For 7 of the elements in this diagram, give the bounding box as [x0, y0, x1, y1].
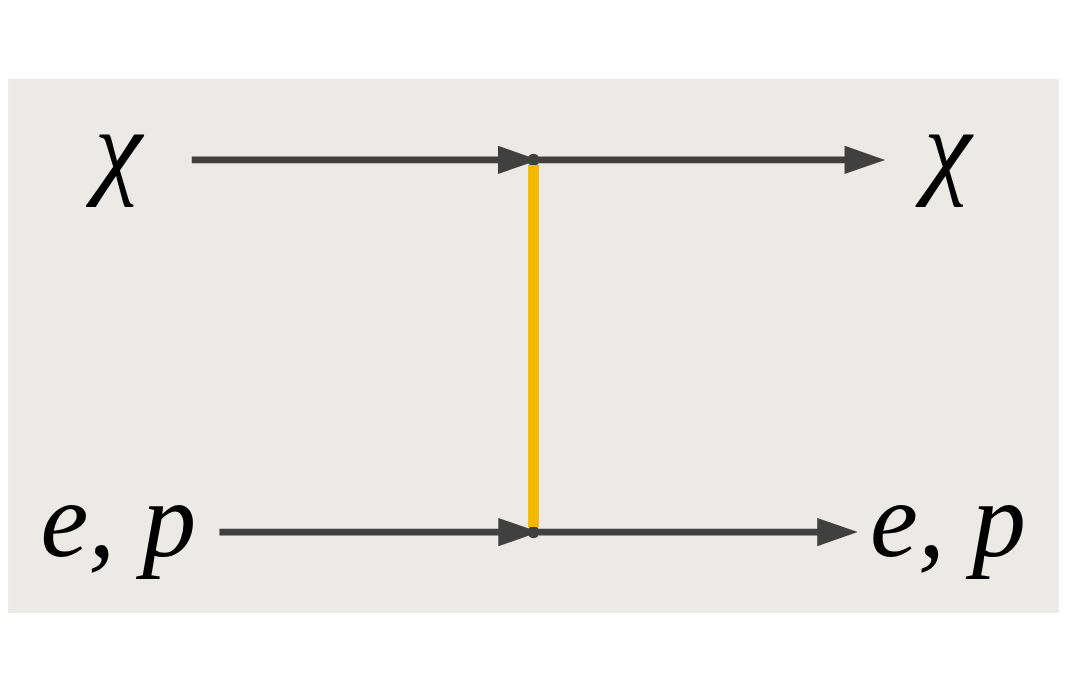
node-text: e, p — [40, 459, 197, 579]
node-point — [527, 153, 540, 166]
node-point — [527, 525, 540, 538]
arrow — [538, 145, 886, 174]
arrow — [538, 517, 858, 546]
connector — [528, 164, 539, 527]
node-text: e, p — [870, 459, 1026, 579]
